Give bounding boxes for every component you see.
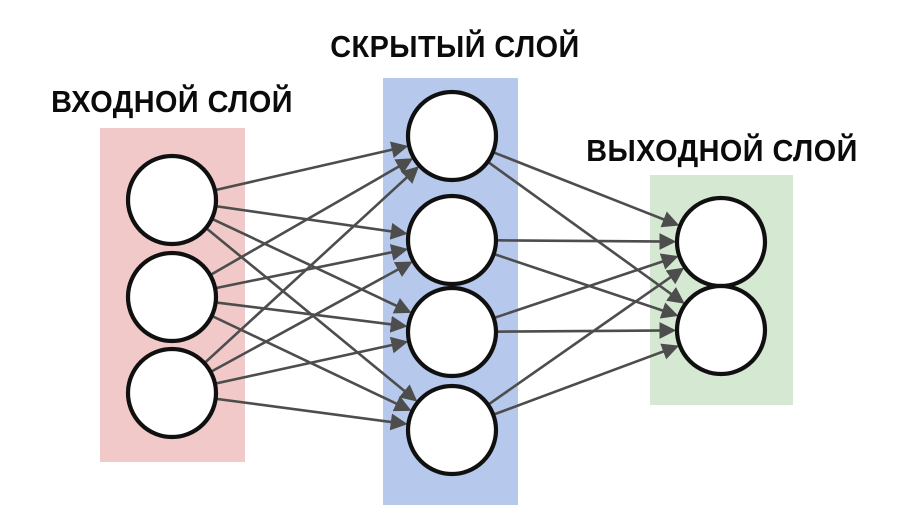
hidden-node-4	[405, 383, 499, 477]
edge-input-to-hidden	[213, 300, 408, 333]
output-node-2	[674, 283, 768, 377]
output-node-1	[674, 195, 768, 289]
hidden-node-1	[405, 89, 499, 183]
hidden-layer-label: СКРЫТЫЙ СЛОЙ	[330, 29, 580, 64]
edge-hidden-to-output	[493, 322, 677, 339]
edge-hidden-to-output	[485, 159, 685, 304]
input-node-1	[125, 153, 219, 247]
edge-hidden-to-output	[491, 252, 679, 319]
edge-input-to-hidden	[212, 336, 409, 386]
input-node-3	[125, 346, 219, 440]
edge-input-to-hidden	[209, 216, 412, 314]
edge-input-to-hidden	[212, 141, 409, 192]
input-layer-label: ВХОДНОЙ СЛОЙ	[51, 84, 293, 119]
edge-hidden-to-output	[493, 233, 677, 250]
edge-input-to-hidden	[203, 225, 418, 402]
output-layer-label: ВЫХОДНОЙ СЛОЙ	[586, 133, 858, 168]
edge-input-to-hidden	[202, 166, 420, 366]
hidden-node-2	[405, 193, 499, 287]
hidden-node-3	[405, 285, 499, 379]
edge-hidden-to-output	[490, 343, 680, 417]
edge-input-to-hidden	[213, 397, 408, 431]
input-node-2	[125, 250, 219, 344]
edge-hidden-to-output	[491, 253, 679, 320]
edge-hidden-to-output	[485, 267, 685, 407]
edge-input-to-hidden	[207, 158, 414, 278]
edge-input-to-hidden	[208, 261, 413, 375]
edge-hidden-to-output	[490, 150, 680, 228]
